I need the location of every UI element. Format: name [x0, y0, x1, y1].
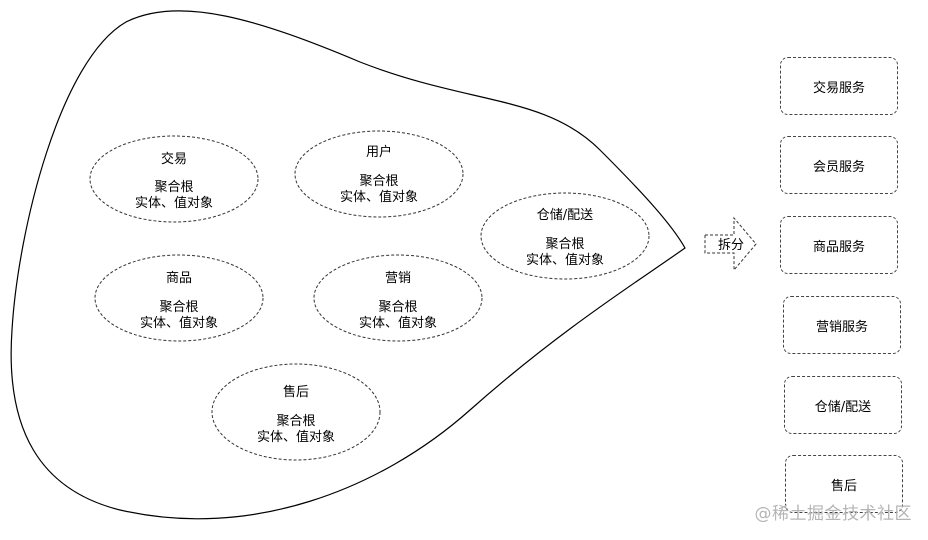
domain-after-sales: 售后 聚合根 实体、值对象	[211, 363, 381, 461]
service-box-after-sales: 售后	[785, 455, 903, 513]
domain-warehouse-delivery: 仓储/配送 聚合根 实体、值对象	[480, 192, 650, 280]
domain-title: 交易	[161, 151, 187, 167]
domain-title: 用户	[366, 144, 392, 160]
bounded-context-outline	[10, 10, 686, 520]
domain-product: 商品 聚合根 实体、值对象	[94, 254, 264, 342]
domain-root: 聚合根	[154, 180, 193, 195]
split-label: 拆分	[718, 238, 744, 253]
domain-root: 聚合根	[159, 300, 198, 315]
split-arrow: 拆分	[704, 216, 757, 272]
service-box-warehouse: 仓储/配送	[784, 376, 902, 434]
domain-title: 售后	[283, 384, 309, 400]
domain-root: 聚合根	[276, 414, 315, 429]
service-label: 会员服务	[812, 159, 865, 175]
service-label: 售后	[830, 478, 857, 494]
service-box-member: 会员服务	[780, 136, 898, 194]
service-box-marketing: 营销服务	[783, 296, 901, 354]
domain-user: 用户 聚合根 实体、值对象	[294, 130, 464, 218]
domain-members: 实体、值对象	[257, 429, 335, 445]
domain-members: 实体、值对象	[135, 195, 213, 211]
service-box-product: 商品服务	[780, 216, 898, 274]
service-box-trade: 交易服务	[780, 57, 898, 115]
domain-marketing: 营销 聚合根 实体、值对象	[313, 254, 483, 342]
domain-trade: 交易 聚合根 实体、值对象	[89, 135, 259, 223]
domain-root: 聚合根	[378, 300, 417, 315]
domain-title: 商品	[166, 271, 192, 286]
watermark: @稀土掘金技术社区	[754, 504, 912, 524]
domain-root: 聚合根	[359, 174, 398, 189]
domain-title: 营销	[385, 271, 411, 286]
domain-root: 聚合根	[545, 237, 584, 252]
service-label: 商品服务	[812, 239, 865, 255]
service-label: 仓储/配送	[814, 399, 872, 415]
domain-members: 实体、值对象	[140, 315, 218, 331]
service-label: 营销服务	[815, 319, 868, 335]
domain-title: 仓储/配送	[537, 208, 593, 223]
service-label: 交易服务	[812, 80, 865, 96]
domain-members: 实体、值对象	[340, 189, 418, 205]
domain-members: 实体、值对象	[359, 315, 437, 331]
domain-members: 实体、值对象	[526, 252, 604, 268]
